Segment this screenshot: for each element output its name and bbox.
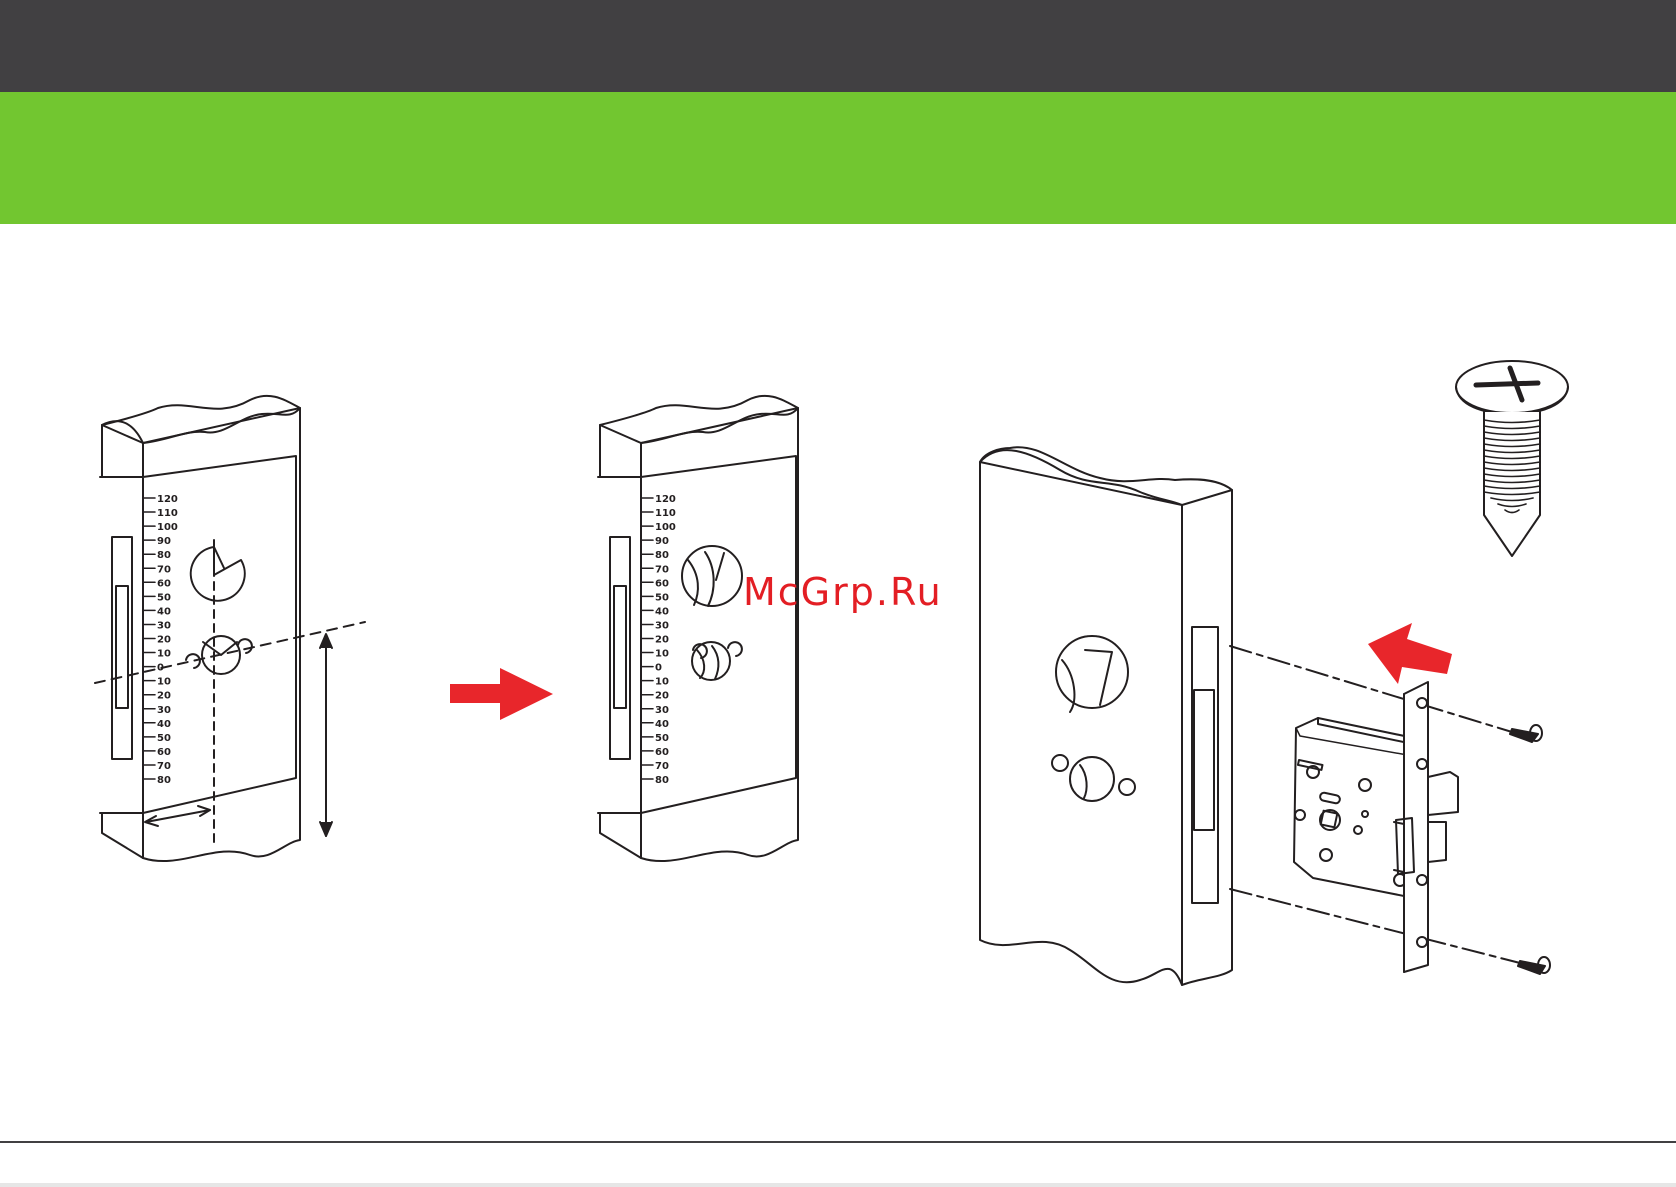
scale-label: 50 [157, 592, 171, 603]
door-drilled: 1201101009080706050403020100102030405060… [598, 396, 798, 861]
scale-label: 80 [655, 775, 669, 786]
screw-detail [1456, 361, 1568, 556]
arrow-right-icon [450, 668, 553, 720]
scale-label: 30 [157, 620, 171, 631]
scale-label: 120 [655, 494, 676, 505]
scale-label: 0 [655, 663, 662, 674]
screw-icon [1510, 725, 1550, 974]
scale-label: 10 [157, 649, 171, 660]
scale-label: 60 [655, 747, 669, 758]
scale-label: 20 [157, 635, 171, 646]
scale-label: 90 [655, 536, 669, 547]
scale-label: 70 [655, 564, 669, 575]
scale-label: 50 [655, 733, 669, 744]
arrow-left-icon [1368, 623, 1452, 684]
scale-label: 100 [157, 522, 178, 533]
scale-label: 20 [655, 635, 669, 646]
scale-label: 70 [157, 761, 171, 772]
door-with-mortise [980, 447, 1520, 985]
scale-label: 100 [655, 522, 676, 533]
scale-label: 60 [157, 578, 171, 589]
watermark-text: McGrp.Ru [743, 570, 943, 614]
scale-label: 110 [157, 508, 178, 519]
scale-label: 120 [157, 494, 178, 505]
scale-label: 20 [655, 691, 669, 702]
scale-label: 80 [655, 550, 669, 561]
scale-label: 50 [157, 733, 171, 744]
scale-label: 110 [655, 508, 676, 519]
scale-label: 30 [157, 705, 171, 716]
scale-label: 10 [655, 649, 669, 660]
scale-label: 30 [655, 705, 669, 716]
scale-label: 30 [655, 620, 669, 631]
scale-label: 70 [655, 761, 669, 772]
footer-strip [0, 1183, 1676, 1187]
scale-label: 40 [655, 719, 669, 730]
scale-label: 80 [157, 775, 171, 786]
scale-label: 40 [655, 606, 669, 617]
scale-label: 40 [157, 606, 171, 617]
header-green-bar [0, 92, 1676, 224]
door-with-template: 1201101009080706050403020100102030405060… [95, 396, 365, 861]
scale-label: 80 [157, 550, 171, 561]
scale-label: 60 [655, 578, 669, 589]
mortise-lock-body [1294, 682, 1458, 972]
footer-divider [0, 1141, 1676, 1143]
scale-label: 90 [157, 536, 171, 547]
scale-label: 40 [157, 719, 171, 730]
scale-label: 20 [157, 691, 171, 702]
scale-label: 50 [655, 592, 669, 603]
header-dark-bar [0, 0, 1676, 92]
scale-label: 10 [655, 677, 669, 688]
installation-illustration: 1201101009080706050403020100102030405060… [0, 224, 1676, 1124]
scale-label: 60 [157, 747, 171, 758]
scale-label: 10 [157, 677, 171, 688]
scale-label: 70 [157, 564, 171, 575]
